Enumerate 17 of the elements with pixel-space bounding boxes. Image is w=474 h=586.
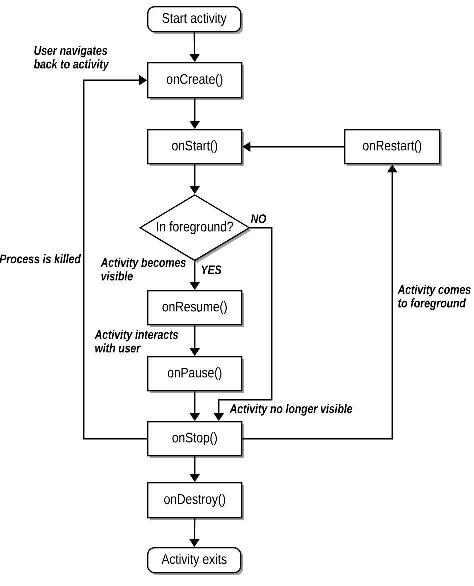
edge-label: Activity comes to foreground bbox=[398, 285, 471, 310]
process-box: onResume() bbox=[147, 290, 244, 328]
process-box: onCreate() bbox=[147, 62, 244, 100]
process-box: onPause() bbox=[147, 356, 244, 394]
annotation-label: Activity no longer visible bbox=[230, 404, 353, 416]
terminal-box: Activity exits bbox=[147, 547, 244, 576]
edge-label: YES bbox=[202, 266, 222, 274]
process-box: onRestart() bbox=[344, 129, 442, 166]
arrow bbox=[83, 75, 148, 440]
edge-label: NO bbox=[251, 214, 266, 224]
process-box: onStop() bbox=[147, 421, 244, 458]
process-box: onStart() bbox=[147, 129, 244, 166]
edge-label: Activity interacts with user bbox=[94, 330, 178, 353]
edge-label: Process is killed bbox=[0, 254, 82, 264]
terminal-box: Start activity bbox=[147, 6, 244, 34]
annotation-label: User navigates back to activity bbox=[34, 46, 110, 72]
process-box: onDestroy() bbox=[147, 482, 244, 520]
